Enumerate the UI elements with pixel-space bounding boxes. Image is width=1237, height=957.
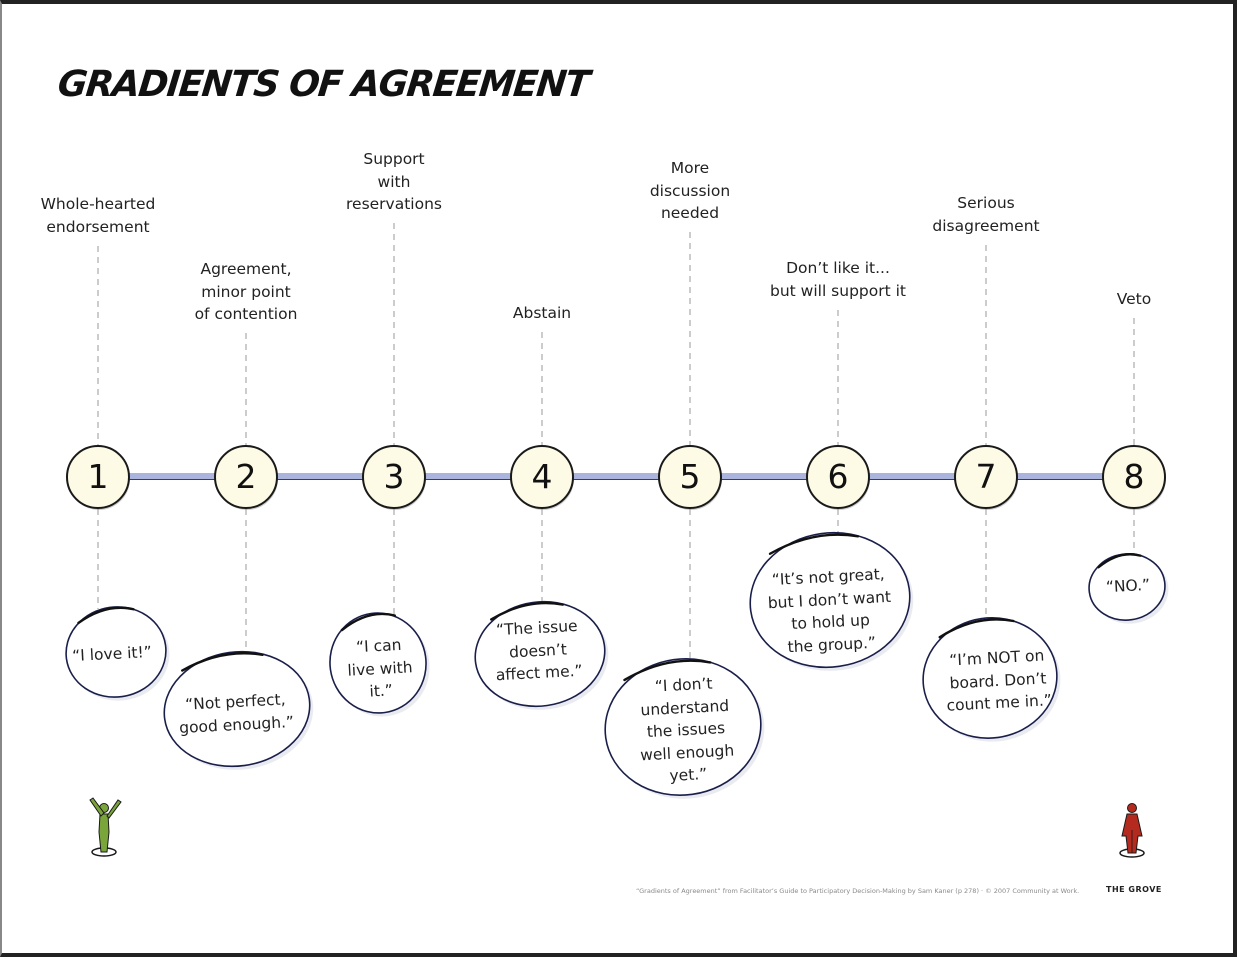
quote-bubble-swoosh bbox=[77, 606, 135, 625]
step-number-1: 1 bbox=[87, 457, 109, 496]
step-label-6: Don’t like it... but will support it bbox=[769, 259, 906, 300]
quote-bubble bbox=[329, 612, 427, 714]
quote-bubble-swoosh bbox=[938, 618, 1015, 639]
step-number-6: 6 bbox=[827, 457, 849, 496]
number-circle bbox=[362, 445, 426, 509]
step-number-4: 4 bbox=[531, 457, 553, 496]
number-circle bbox=[1102, 445, 1166, 509]
step-quote-7: “I’m NOT on board. Don’t count me in.” bbox=[946, 646, 1053, 715]
person-arms-raised-icon bbox=[89, 797, 122, 857]
number-circle bbox=[66, 445, 130, 509]
quote-bubble-swoosh bbox=[340, 612, 396, 632]
step-label-2: Agreement, minor point of contention bbox=[194, 260, 298, 323]
step-quote-5: “I don’t understand the issues well enou… bbox=[639, 674, 735, 785]
step-label-5: More discussion needed bbox=[649, 159, 731, 222]
step-quote-4: “The issue doesn’t affect me.” bbox=[495, 616, 583, 685]
number-circles bbox=[66, 445, 1166, 510]
footer-credit: “Gradients of Agreement” from Facilitato… bbox=[636, 887, 1080, 895]
number-circle bbox=[510, 445, 574, 509]
brand-logo-text: THE GROVE bbox=[1106, 885, 1162, 894]
step-number-2: 2 bbox=[235, 457, 257, 496]
figures bbox=[89, 797, 1145, 858]
quote-bubble-swoosh bbox=[768, 533, 860, 555]
step-number-5: 5 bbox=[679, 457, 701, 496]
quote-bubble-swoosh bbox=[623, 659, 712, 682]
step-quote-2: “Not perfect, good enough.” bbox=[178, 690, 295, 737]
quote-bubble bbox=[749, 531, 911, 669]
quote-bubbles bbox=[65, 531, 1169, 799]
step-label-4: Abstain bbox=[512, 304, 572, 322]
dashed-connectors bbox=[97, 223, 1135, 661]
step-quote-3: “I can live with it.” bbox=[346, 635, 413, 701]
quote-bubble-swoosh bbox=[1097, 553, 1142, 569]
step-quote-6: “It’s not great, but I don’t want to hol… bbox=[767, 565, 892, 656]
step-label-3: Support with reservations bbox=[346, 150, 442, 213]
step-number-3: 3 bbox=[383, 457, 405, 496]
quote-bubble bbox=[922, 617, 1058, 739]
step-label-7: Serious disagreement bbox=[932, 194, 1040, 235]
step-number-7: 7 bbox=[975, 457, 997, 496]
person-standing-icon bbox=[1119, 803, 1145, 858]
quote-bubble bbox=[604, 657, 762, 797]
number-circle bbox=[214, 445, 278, 509]
number-circle bbox=[658, 445, 722, 509]
quote-bubble-swoosh bbox=[181, 652, 264, 672]
number-circle bbox=[806, 445, 870, 509]
quote-bubble bbox=[163, 650, 311, 768]
step-number-8: 8 bbox=[1123, 457, 1145, 496]
step-label-1: Whole-hearted endorsement bbox=[40, 195, 156, 236]
quote-bubble-swoosh bbox=[490, 601, 564, 621]
step-label-8: Veto bbox=[1116, 290, 1152, 308]
quote-bubble bbox=[65, 606, 167, 698]
number-circle bbox=[954, 445, 1018, 509]
quote-bubble bbox=[474, 600, 606, 708]
